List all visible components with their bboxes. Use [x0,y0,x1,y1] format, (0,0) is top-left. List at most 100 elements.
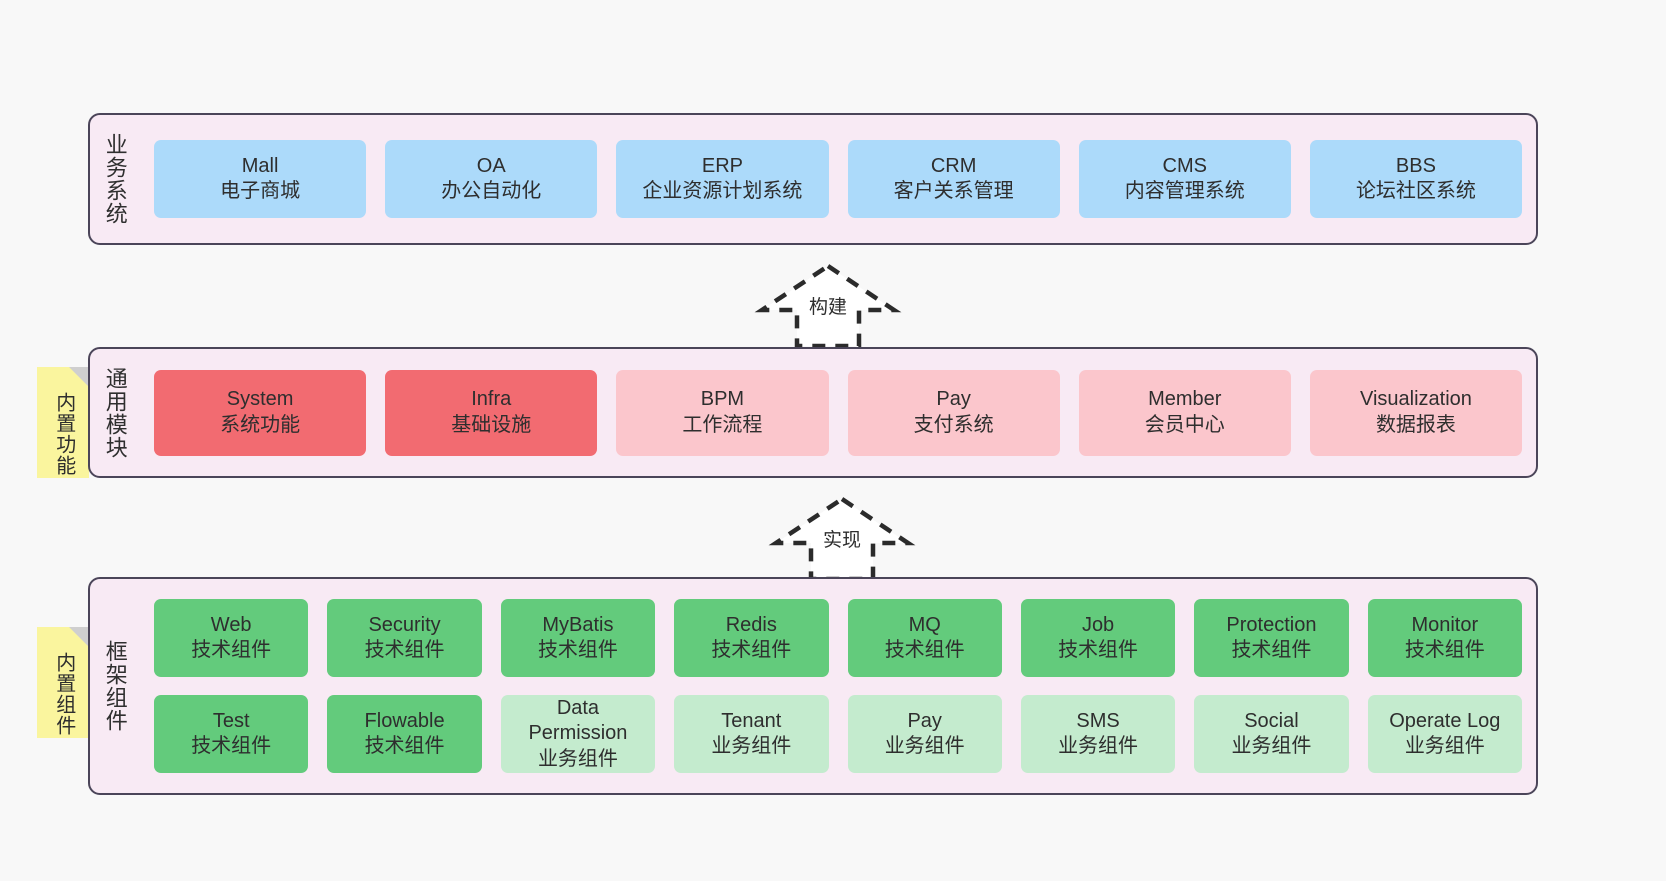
node-title: Operate Log [1389,709,1501,732]
node-title: Security [368,613,441,636]
node-operate-log[interactable]: Operate Log 业务组件 [1367,695,1522,773]
node-mybatis[interactable]: MyBatis 技术组件 [500,599,656,677]
node-subtitle: 业务组件 [711,735,792,757]
node-subtitle: 论坛社区系统 [1355,180,1476,202]
node-subtitle: 内容管理系统 [1124,180,1245,202]
node-erp[interactable]: ERP 企业资源计划系统 [616,140,829,218]
node-title: CRM [930,154,977,177]
node-security[interactable]: Security 技术组件 [327,599,482,677]
layer-body-common-modules: System 系统功能 Infra 基础设施 BPM 工作流程 Pay 支付系统… [140,349,1536,476]
node-title: Infra [471,388,512,411]
layer-label-common-modules: 通用模块 [102,366,128,459]
node-member[interactable]: Member 会员中心 [1078,369,1291,456]
node-title: Data Permission [528,697,628,745]
node-title: OA [476,154,506,177]
node-subtitle: 技术组件 [1404,639,1485,661]
node-data-permission[interactable]: Data Permission 业务组件 [500,695,656,773]
dashed-up-arrow-icon [768,496,916,582]
node-subtitle: 基础设施 [451,413,532,436]
node-title: Redis [725,613,777,636]
node-subtitle: 技术组件 [537,639,618,661]
node-subtitle: 业务组件 [1231,735,1312,757]
node-subtitle: 业务组件 [884,735,965,757]
node-subtitle: 电子商城 [220,180,301,202]
node-subtitle: 技术组件 [1231,639,1312,661]
node-bpm[interactable]: BPM 工作流程 [616,369,829,456]
node-title: CMS [1162,154,1207,177]
node-subtitle: 支付系统 [913,413,994,436]
node-mall[interactable]: Mall 电子商城 [154,140,367,218]
node-flowable[interactable]: Flowable 技术组件 [327,695,482,773]
node-subtitle: 会员中心 [1144,413,1225,436]
node-title: Web [210,613,252,636]
node-title: MyBatis [542,613,614,636]
node-subtitle: 数据报表 [1375,413,1456,436]
node-system[interactable]: System 系统功能 [154,369,367,456]
node-title: Pay [907,709,942,732]
node-subtitle: 技术组件 [191,639,272,661]
node-subtitle: 业务组件 [537,747,618,770]
node-pay[interactable]: Pay 支付系统 [847,369,1060,456]
node-subtitle: 业务组件 [1058,735,1139,757]
node-title: Monitor [1411,613,1479,636]
connector-build-label: 构建 [808,297,848,318]
layer-panel-common-modules: 通用模块 System 系统功能 Infra 基础设施 BPM 工作流程 Pay… [88,347,1538,478]
node-title: System [226,388,294,411]
node-title: Mall [241,154,279,177]
node-title: Tenant [721,709,782,732]
node-title: ERP [701,154,743,177]
node-tenant[interactable]: Tenant 业务组件 [674,695,829,773]
dashed-up-arrow-icon [754,263,902,349]
node-protection[interactable]: Protection 技术组件 [1194,599,1349,677]
layer-panel-business-systems: 业务系统 Mall 电子商城 OA 办公自动化 ERP 企业资源计划系统 CRM… [88,113,1538,245]
node-subtitle: 工作流程 [682,413,763,436]
sticky-note-text: 内置组件 [52,651,75,736]
sticky-note-text: 内置功能 [52,391,75,476]
node-test[interactable]: Test 技术组件 [154,695,309,773]
node-title: Test [212,709,250,732]
node-title: Job [1081,613,1115,636]
node-row: Mall 电子商城 OA 办公自动化 ERP 企业资源计划系统 CRM 客户关系… [154,140,1523,218]
node-subtitle: 技术组件 [364,735,445,757]
node-social[interactable]: Social 业务组件 [1194,695,1349,773]
node-pay-business[interactable]: Pay 业务组件 [847,695,1002,773]
node-oa[interactable]: OA 办公自动化 [385,140,598,218]
layer-body-business-systems: Mall 电子商城 OA 办公自动化 ERP 企业资源计划系统 CRM 客户关系… [140,115,1536,243]
node-visualization[interactable]: Visualization 数据报表 [1309,369,1523,456]
node-subtitle: 技术组件 [364,639,445,661]
node-subtitle: 技术组件 [1058,639,1139,661]
node-subtitle: 业务组件 [1404,735,1485,757]
layer-panel-framework-components: 框架组件 Web 技术组件 Security 技术组件 MyBatis 技术组件… [88,577,1538,795]
node-title: Flowable [364,709,445,732]
layer-label-framework-components: 框架组件 [102,640,128,732]
connector-implement-label: 实现 [822,530,862,551]
node-cms[interactable]: CMS 内容管理系统 [1078,140,1291,218]
node-title: MQ [908,613,941,636]
node-infra[interactable]: Infra 基础设施 [385,369,598,456]
node-mq[interactable]: MQ 技术组件 [847,599,1002,677]
node-title: Member [1148,388,1222,411]
node-title: Protection [1226,613,1317,636]
node-job[interactable]: Job 技术组件 [1020,599,1176,677]
layer-label-business-systems: 业务系统 [102,133,128,225]
connector-implement: 实现 [768,495,916,583]
folded-corner-icon [69,627,89,647]
node-title: BBS [1395,154,1436,177]
node-web[interactable]: Web 技术组件 [154,599,309,677]
connector-build: 构建 [754,262,902,350]
node-subtitle: 客户关系管理 [893,180,1014,202]
node-subtitle: 技术组件 [191,735,272,757]
sticky-note-builtin-components: 内置组件 [37,627,89,738]
node-monitor[interactable]: Monitor 技术组件 [1367,599,1522,677]
node-title: Visualization [1359,388,1472,411]
node-subtitle: 技术组件 [711,639,792,661]
node-bbs[interactable]: BBS 论坛社区系统 [1309,140,1523,218]
node-redis[interactable]: Redis 技术组件 [674,599,829,677]
node-crm[interactable]: CRM 客户关系管理 [847,140,1060,218]
node-row: System 系统功能 Infra 基础设施 BPM 工作流程 Pay 支付系统… [154,369,1523,456]
node-sms[interactable]: SMS 业务组件 [1020,695,1176,773]
node-subtitle: 办公自动化 [441,180,542,202]
node-row: Web 技术组件 Security 技术组件 MyBatis 技术组件 Redi… [154,599,1522,677]
node-title: Pay [936,388,971,411]
